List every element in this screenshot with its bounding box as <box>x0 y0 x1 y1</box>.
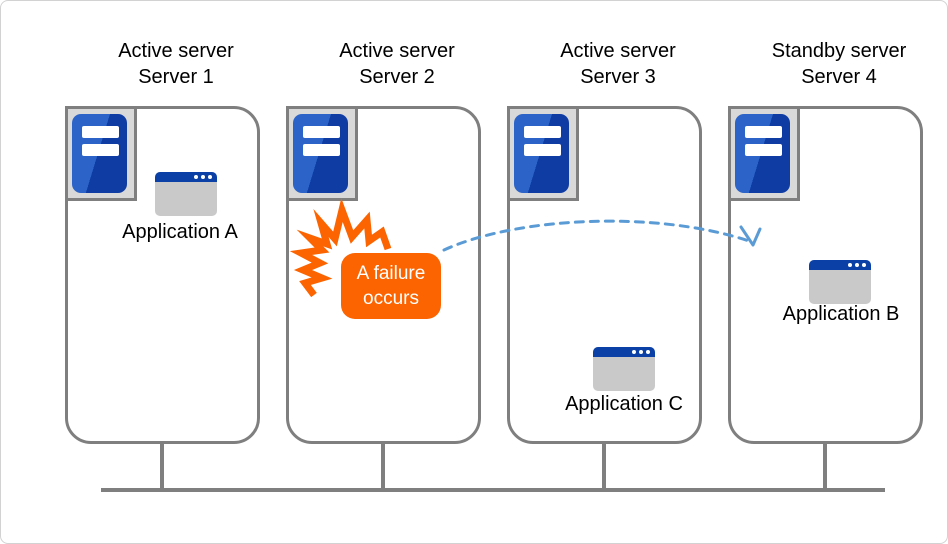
server3-network-connector <box>602 442 606 490</box>
server-tower-icon <box>293 114 348 193</box>
tower-slot-icon <box>745 126 782 138</box>
app-window-titlebar <box>809 260 871 270</box>
tower-slot-icon <box>745 144 782 156</box>
server3-role: Active server <box>560 40 676 62</box>
application-b-label: Application B <box>782 303 900 325</box>
server4-network-connector <box>823 442 827 490</box>
server4-box <box>728 106 923 444</box>
server1-network-connector <box>160 442 164 490</box>
tower-slot-icon <box>303 144 340 156</box>
server4-header: Standby server Server 4 <box>726 38 947 90</box>
app-window-icon <box>155 172 217 216</box>
server2-name: Server 2 <box>359 66 435 88</box>
server4-role: Standby server <box>771 40 907 62</box>
failure-callout: A failure occurs <box>341 253 441 319</box>
tower-slot-icon <box>524 144 561 156</box>
titlebar-dot-icon <box>646 350 650 354</box>
network-bus <box>101 488 885 492</box>
app-window-titlebar <box>155 172 217 182</box>
titlebar-dot-icon <box>855 263 859 267</box>
tower-slot-icon <box>303 126 340 138</box>
server1-role: Active server <box>118 40 234 62</box>
titlebar-dot-icon <box>208 175 212 179</box>
server1-name: Server 1 <box>138 66 214 88</box>
app-window-titlebar <box>593 347 655 357</box>
server-tower-icon <box>735 114 790 193</box>
titlebar-dot-icon <box>201 175 205 179</box>
application-c-label: Application C <box>565 393 683 415</box>
tower-slot-icon <box>82 144 119 156</box>
app-window-icon <box>593 347 655 391</box>
server3-icon-plate <box>507 106 579 201</box>
server2-header: Active server Server 2 <box>284 38 510 90</box>
tower-slot-icon <box>524 126 561 138</box>
server1-box <box>65 106 260 444</box>
server4-icon-plate <box>728 106 800 201</box>
application-a-label: Application A <box>122 221 238 243</box>
server4-name: Server 4 <box>801 66 877 88</box>
tower-slot-icon <box>82 126 119 138</box>
titlebar-dot-icon <box>848 263 852 267</box>
server3-name: Server 3 <box>580 66 656 88</box>
server2-role: Active server <box>339 40 455 62</box>
titlebar-dot-icon <box>632 350 636 354</box>
failure-line1: A failure <box>356 263 426 284</box>
server1-icon-plate <box>65 106 137 201</box>
server-tower-icon <box>514 114 569 193</box>
server3-header: Active server Server 3 <box>505 38 731 90</box>
server2-icon-plate <box>286 106 358 201</box>
server-tower-icon <box>72 114 127 193</box>
titlebar-dot-icon <box>862 263 866 267</box>
app-window-icon <box>809 260 871 304</box>
titlebar-dot-icon <box>194 175 198 179</box>
failure-line2: occurs <box>363 288 419 309</box>
titlebar-dot-icon <box>639 350 643 354</box>
server1-header: Active server Server 1 <box>63 38 289 90</box>
server2-network-connector <box>381 442 385 490</box>
